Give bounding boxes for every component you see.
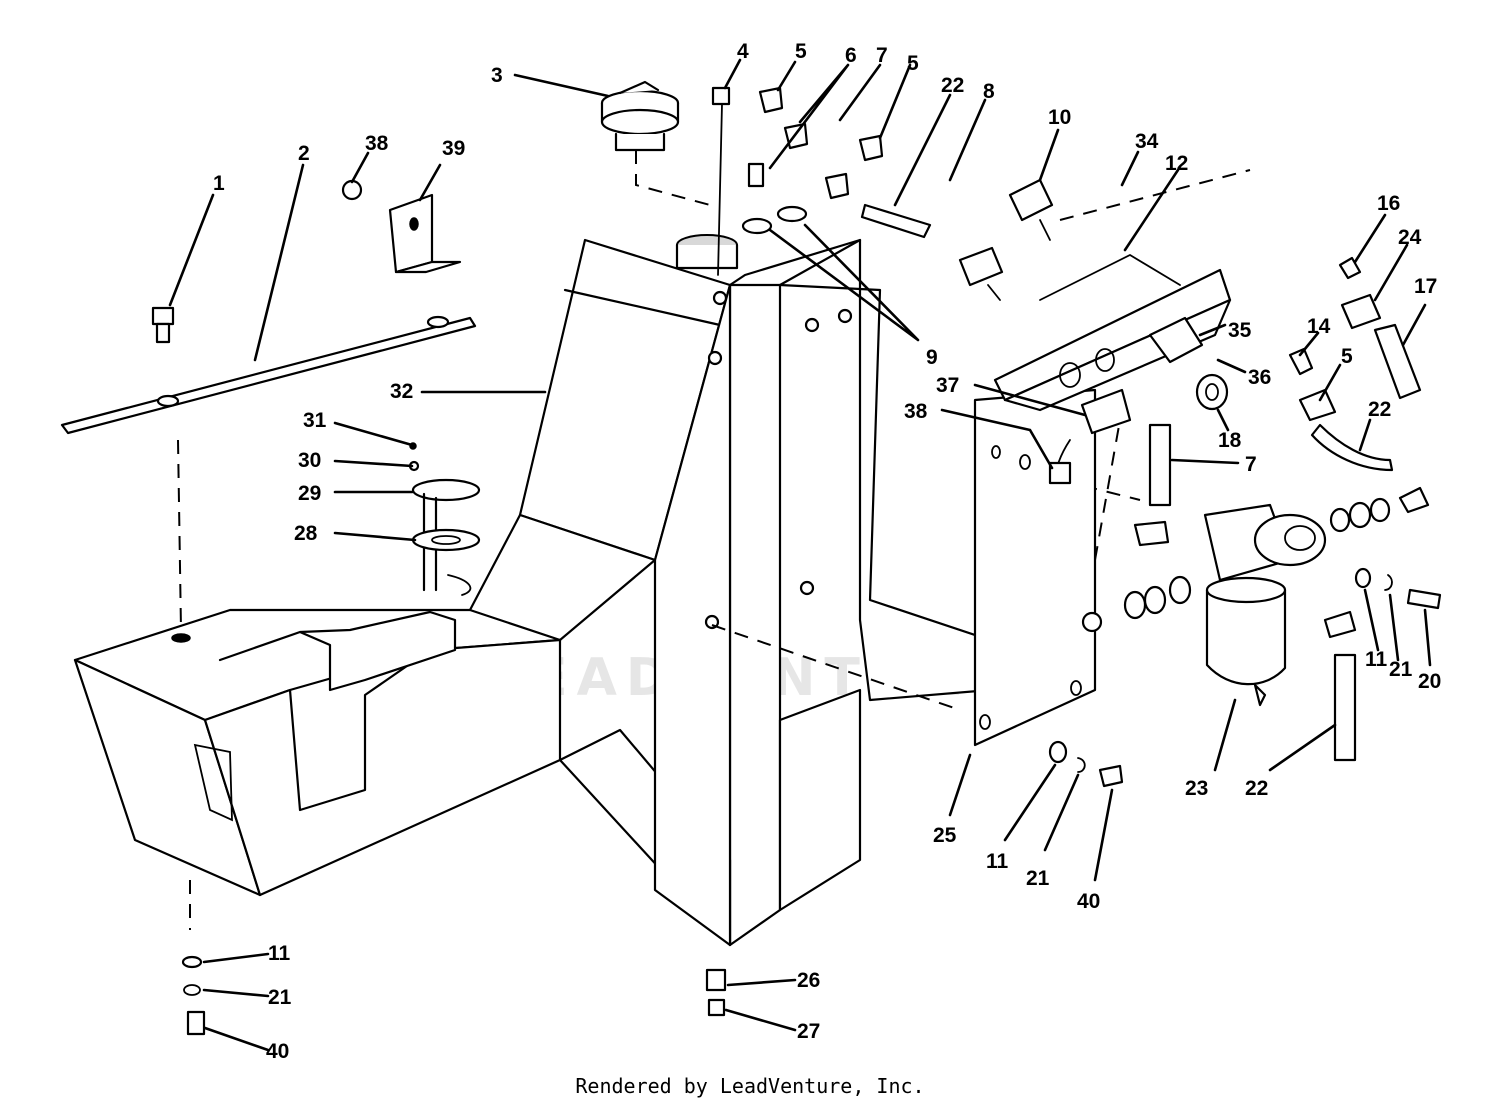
- callout-11: 11: [986, 850, 1009, 873]
- callout-7: 7: [876, 44, 888, 67]
- callout-14: 14: [1307, 315, 1331, 338]
- callout-26: 26: [797, 969, 820, 992]
- callout-21: 21: [1026, 867, 1050, 890]
- callout-22: 22: [1245, 777, 1268, 800]
- callout-17: 17: [1414, 275, 1437, 298]
- callout-12: 12: [1165, 152, 1188, 175]
- tank-mount-nuts: [704, 290, 853, 630]
- callout-38: 38: [365, 132, 389, 155]
- callout-18: 18: [1218, 429, 1242, 452]
- callout-29: 29: [298, 482, 321, 505]
- fuel-tank: [73, 234, 992, 947]
- callout-21: 21: [268, 986, 292, 1009]
- callout-31: 31: [303, 409, 327, 432]
- callout-5: 5: [1341, 345, 1353, 368]
- leader-lines: [168, 58, 1432, 1052]
- callout-30: 30: [298, 449, 321, 472]
- switch-35: [1148, 316, 1204, 364]
- fittings-cluster: [741, 86, 932, 239]
- nut-38-top: [341, 179, 363, 201]
- callout-7: 7: [1245, 453, 1257, 476]
- callout-24: 24: [1398, 226, 1422, 249]
- callout-5: 5: [907, 52, 919, 75]
- mounting-plate: [973, 388, 1097, 747]
- footer-credit: Rendered by LeadVenture, Inc.: [575, 1074, 925, 1098]
- callout-32: 32: [390, 380, 413, 403]
- callout-27: 27: [797, 1020, 820, 1043]
- callout-1: 1: [213, 172, 225, 195]
- callout-22: 22: [1368, 398, 1391, 421]
- fuel-sender: [408, 442, 481, 596]
- bolt-1: [151, 306, 175, 344]
- knobs-10: [958, 178, 1054, 301]
- callout-38: 38: [904, 400, 928, 423]
- filter-hardware: [1081, 486, 1442, 639]
- callout-11: 11: [268, 942, 291, 965]
- callout-2: 2: [298, 142, 310, 165]
- grommet-18: [1195, 373, 1229, 411]
- callout-5: 5: [795, 40, 807, 63]
- standpipe-4: [711, 86, 731, 276]
- callout-11: 11: [1365, 648, 1388, 671]
- tube-7-lower: [1148, 423, 1172, 507]
- callout-numbers: 1 2 3 4 5 6 7 5 22 8 38 39 10 34 12 16 2…: [213, 40, 1441, 1063]
- callout-20: 20: [1418, 670, 1441, 693]
- callout-36: 36: [1248, 366, 1271, 389]
- callout-28: 28: [294, 522, 318, 545]
- bottom-hardware: [181, 740, 1124, 1036]
- fuel-filter: [1203, 503, 1327, 707]
- callout-6: 6: [845, 44, 857, 67]
- tank-strap: [60, 315, 477, 435]
- callout-16: 16: [1377, 192, 1400, 215]
- callout-40: 40: [266, 1040, 289, 1063]
- callout-34: 34: [1135, 130, 1159, 153]
- callout-35: 35: [1228, 319, 1252, 342]
- fuel-cap: [600, 80, 680, 152]
- bracket-39: [388, 193, 462, 274]
- callout-8: 8: [983, 80, 995, 103]
- callout-4: 4: [737, 40, 749, 63]
- callout-40: 40: [1077, 890, 1100, 913]
- callout-3: 3: [491, 64, 503, 87]
- callout-37: 37: [936, 374, 959, 397]
- callout-23: 23: [1185, 777, 1208, 800]
- callout-9: 9: [926, 346, 938, 369]
- callout-22: 22: [941, 74, 964, 97]
- callout-25: 25: [933, 824, 957, 847]
- nut-38-plate: [1048, 461, 1072, 485]
- callout-10: 10: [1048, 106, 1071, 129]
- callout-39: 39: [442, 137, 465, 160]
- hose-22-lower: [1333, 653, 1357, 762]
- right-fittings: [1288, 256, 1422, 472]
- callout-21: 21: [1389, 658, 1413, 681]
